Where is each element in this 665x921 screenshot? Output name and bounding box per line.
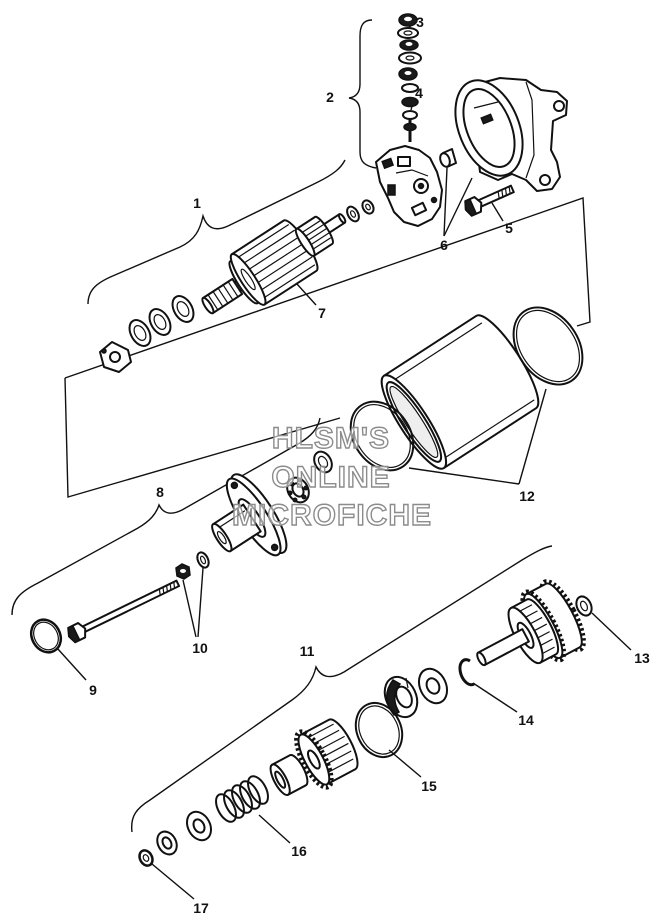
lock-washer [196, 551, 210, 569]
end-washer [156, 830, 178, 856]
callout-9: 9 [89, 682, 97, 698]
commutator-end-housing [454, 77, 568, 192]
o-ring-front [349, 400, 415, 472]
callout-4: 4 [415, 85, 423, 101]
overrunning-clutch [476, 579, 586, 667]
through-bolt [67, 579, 181, 644]
callout-6: 6 [440, 237, 448, 253]
clip-17 [138, 849, 154, 867]
callout-7: 7 [318, 305, 326, 321]
callout-16: 16 [291, 843, 307, 859]
callout-11: 11 [300, 643, 315, 659]
callout-10: 10 [192, 640, 208, 656]
watermark: HLSM'S ONLINE MICROFICHE [231, 421, 432, 532]
drive-end-housing [211, 473, 288, 557]
callout-17: 17 [193, 900, 209, 916]
callout-5: 5 [505, 220, 513, 236]
armature [201, 213, 347, 315]
armature-washers-right [346, 199, 375, 223]
stop-washer [417, 667, 449, 705]
nut [175, 563, 191, 580]
retaining-plate [99, 341, 132, 373]
snap-ring-9 [29, 618, 63, 654]
pinion-gear [294, 718, 359, 790]
bearing [286, 476, 310, 504]
brace-1 [87, 159, 346, 305]
watermark-line-2: ONLINE [271, 461, 390, 494]
seal-ring [313, 450, 333, 474]
callout-13: 13 [634, 650, 650, 666]
callout-12: 12 [519, 488, 535, 504]
brush-holder-plate [375, 145, 443, 227]
callout-3: 3 [416, 14, 424, 30]
thrust-washer [575, 595, 593, 617]
brace-11 [130, 545, 553, 833]
split-collar [383, 675, 419, 719]
callout-14: 14 [518, 712, 534, 728]
o-ring-rear [512, 306, 584, 386]
watermark-line-3: MICROFICHE [232, 499, 432, 532]
brace-2 [348, 19, 377, 169]
field-frame [380, 314, 540, 470]
spring [215, 775, 269, 823]
brace-8 [11, 417, 321, 616]
callout-1: 1 [193, 195, 201, 211]
armature-washers-left [128, 295, 195, 347]
group-outline-lines [64, 197, 591, 498]
bolt [464, 184, 515, 217]
retaining-ring-15 [354, 701, 404, 759]
callout-labels: 1 2 3 4 5 6 7 8 9 10 11 12 13 14 15 16 1… [89, 14, 650, 916]
watermark-line-1: HLSM'S [272, 422, 390, 455]
nut-stack [397, 13, 422, 142]
snap-ring-14 [458, 658, 475, 687]
spring-washer [186, 810, 212, 842]
callout-8: 8 [156, 484, 164, 500]
callout-15: 15 [421, 778, 437, 794]
bushing [439, 148, 457, 168]
callout-2: 2 [326, 89, 334, 105]
collar [269, 754, 309, 796]
